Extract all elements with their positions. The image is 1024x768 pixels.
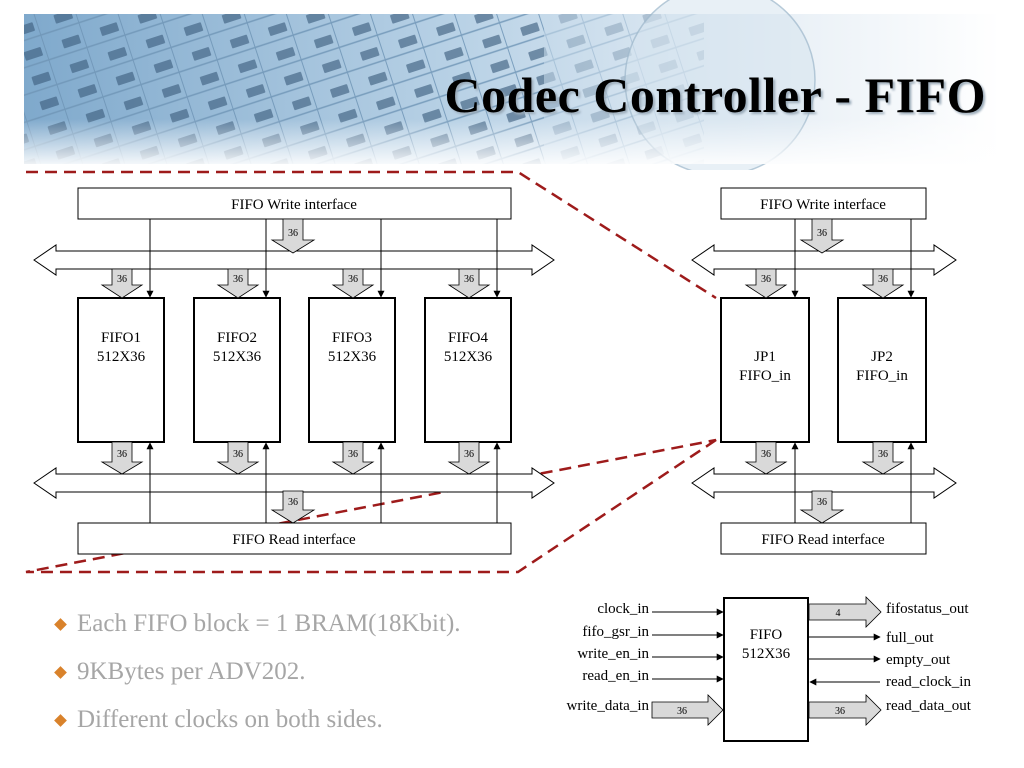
- port-read-en-in: read_en_in: [582, 668, 649, 684]
- left-write-bus-width: 36: [288, 228, 298, 239]
- port-write-en-in: write_en_in: [577, 646, 649, 662]
- bullet-item: Different clocks on both sides.: [52, 696, 461, 744]
- fifo3-block: FIFO3 512X36 36 36: [308, 219, 396, 523]
- fifo3-name: FIFO3: [332, 330, 372, 346]
- right-fifo-diagram: FIFO Write interface FIFO Read interface…: [691, 187, 957, 555]
- port-read-data-out: read_data_out: [886, 698, 972, 714]
- right-write-interface-label: FIFO Write interface: [760, 197, 886, 213]
- right-read-interface-box: [720, 522, 927, 555]
- fifo4-name: FIFO4: [448, 330, 489, 346]
- zoom-dashed-outline: [25, 170, 717, 574]
- left-write-bus-arrow: [270, 218, 316, 254]
- port-clock-in: clock_in: [597, 601, 649, 617]
- bullet-item: Each FIFO block = 1 BRAM(18Kbit).: [52, 600, 461, 648]
- svg-text:36: 36: [233, 274, 243, 285]
- svg-text:36: 36: [117, 274, 127, 285]
- fifo2-size: 512X36: [213, 349, 262, 365]
- read-data-bus-arrow: [808, 694, 882, 726]
- svg-text:36: 36: [233, 449, 243, 460]
- right-read-bus-arrow: [799, 490, 845, 524]
- right-read-bus-width: 36: [817, 497, 827, 508]
- right-write-bus-arrow: [799, 218, 845, 254]
- jp1-size: FIFO_in: [739, 368, 791, 384]
- bullet-text: 9KBytes per ADV202.: [77, 658, 306, 685]
- fifo-core-box: [723, 597, 809, 742]
- port-write-data-in: write_data_in: [567, 698, 650, 714]
- bullet-list: Each FIFO block = 1 BRAM(18Kbit). 9KByte…: [52, 600, 461, 744]
- svg-text:36: 36: [761, 449, 771, 460]
- fifo-core-name: FIFO: [750, 627, 783, 643]
- left-read-bus-width: 36: [288, 497, 298, 508]
- fifo-port-block: FIFO 512X36 clock_in fifo_gsr_in write_e…: [567, 596, 972, 742]
- fifo-core-size: 512X36: [742, 646, 791, 662]
- jp1-fifo-block: JP1 FIFO_in 36 36: [720, 219, 810, 523]
- left-bottom-bus-arrow: [33, 467, 555, 499]
- right-bottom-bus-arrow: [691, 467, 957, 499]
- diamond-bullet-icon: [54, 617, 67, 631]
- right-read-interface-label: FIFO Read interface: [761, 532, 885, 548]
- svg-text:36: 36: [878, 449, 888, 460]
- fifo2-name: FIFO2: [217, 330, 257, 346]
- fifo1-size: 512X36: [97, 349, 146, 365]
- bullet-text: Each FIFO block = 1 BRAM(18Kbit).: [77, 610, 461, 637]
- write-data-bus-arrow: [651, 694, 724, 726]
- jp2-fifo-block: JP2 FIFO_in 36 36: [837, 219, 927, 523]
- left-write-interface-label: FIFO Write interface: [231, 197, 357, 213]
- circuit-board-banner: [24, 0, 1000, 170]
- svg-text:36: 36: [348, 449, 358, 460]
- diamond-bullet-icon: [54, 713, 67, 727]
- right-write-interface-box: [720, 187, 927, 220]
- slide-title: Codec Controller - FIFO: [444, 67, 986, 123]
- fifo4-block: FIFO4 512X36 36 36: [424, 219, 512, 523]
- svg-text:36: 36: [348, 274, 358, 285]
- svg-text:36: 36: [464, 449, 474, 460]
- jp2-name: JP2: [871, 349, 893, 365]
- bullet-text: Different clocks on both sides.: [77, 706, 383, 733]
- port-fifostatus-out: fifostatus_out: [886, 601, 969, 617]
- fifo1-block: FIFO1 512X36 36 36: [77, 219, 165, 523]
- jp2-size: FIFO_in: [856, 368, 908, 384]
- left-read-interface-label: FIFO Read interface: [232, 532, 356, 548]
- read-data-width: 36: [835, 706, 845, 717]
- bullet-item: 9KBytes per ADV202.: [52, 648, 461, 696]
- fifo4-size: 512X36: [444, 349, 493, 365]
- fifo2-block: FIFO2 512X36 36 36: [193, 219, 281, 523]
- fifostatus-bus-arrow: [808, 596, 882, 628]
- svg-text:36: 36: [878, 274, 888, 285]
- right-top-bus-arrow: [691, 244, 957, 276]
- port-fifo-gsr-in: fifo_gsr_in: [582, 624, 649, 640]
- write-data-width: 36: [677, 706, 687, 717]
- fifo3-size: 512X36: [328, 349, 377, 365]
- fifostatus-width: 4: [836, 608, 841, 619]
- left-top-bus-arrow: [33, 244, 555, 276]
- port-full-out: full_out: [886, 630, 934, 646]
- port-read-clock-in: read_clock_in: [886, 674, 971, 690]
- port-empty-out: empty_out: [886, 652, 951, 668]
- svg-text:36: 36: [117, 449, 127, 460]
- left-read-bus-arrow: [270, 490, 316, 524]
- left-read-interface-box: [77, 522, 512, 555]
- fifo1-name: FIFO1: [101, 330, 141, 346]
- svg-text:36: 36: [464, 274, 474, 285]
- left-fifo-diagram: FIFO Write interface FIFO Read interface…: [33, 187, 555, 555]
- diamond-bullet-icon: [54, 665, 67, 679]
- jp1-name: JP1: [754, 349, 776, 365]
- right-write-bus-width: 36: [817, 228, 827, 239]
- svg-text:36: 36: [761, 274, 771, 285]
